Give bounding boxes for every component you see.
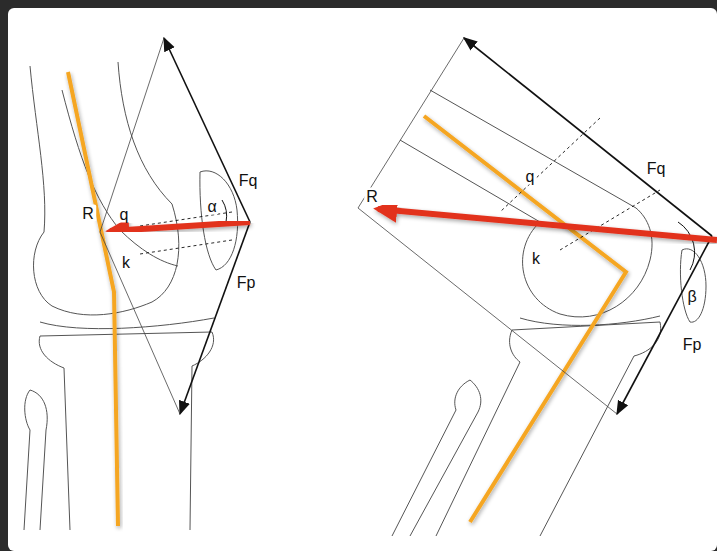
patella <box>680 249 706 322</box>
vector-label: k <box>120 254 132 271</box>
fibula-outline <box>392 380 470 536</box>
vector-label: β <box>685 288 698 305</box>
tibia-outline <box>436 330 520 536</box>
vector-label: Fq <box>237 172 260 189</box>
vector-label: Fq <box>645 160 668 177</box>
angle-arc <box>678 222 695 270</box>
joint-line <box>520 316 660 325</box>
tibia-outline <box>39 336 70 530</box>
femur-outline <box>118 62 172 204</box>
tibia-outline <box>512 322 661 536</box>
resultant-arrow <box>110 222 250 231</box>
vector-label: Fp <box>681 336 704 353</box>
force-vector <box>180 222 250 414</box>
femur-outline <box>430 90 636 208</box>
mechanical-axis <box>424 116 626 522</box>
vector-label: R <box>364 188 380 205</box>
resultant-arrow <box>378 209 717 240</box>
lever-arm <box>500 118 600 212</box>
fibula-outline <box>30 390 47 530</box>
force-vector <box>464 38 712 236</box>
fibula-outline <box>410 380 481 536</box>
fibula-outline <box>24 390 30 530</box>
force-vector <box>617 236 712 414</box>
angle-arc <box>222 200 227 222</box>
lever-arm <box>560 190 660 250</box>
vector-label: Fp <box>235 274 258 291</box>
vector-label: R <box>80 205 96 222</box>
left-knee-bones <box>24 62 238 530</box>
vector-label: q <box>524 168 537 185</box>
femur-outline <box>30 66 45 232</box>
left-force-parallelogram <box>100 38 250 414</box>
vector-label: q <box>118 206 131 223</box>
force-vector <box>164 38 250 222</box>
mechanical-axis <box>68 72 118 526</box>
joint-line <box>40 318 214 329</box>
vector-label: α <box>205 198 218 215</box>
vector-label: k <box>530 250 542 267</box>
condyle-contour <box>62 90 178 266</box>
tibia-outline <box>40 332 214 530</box>
right-knee-bones <box>392 90 706 536</box>
lever-arm <box>140 240 232 254</box>
white-ground <box>8 8 717 551</box>
